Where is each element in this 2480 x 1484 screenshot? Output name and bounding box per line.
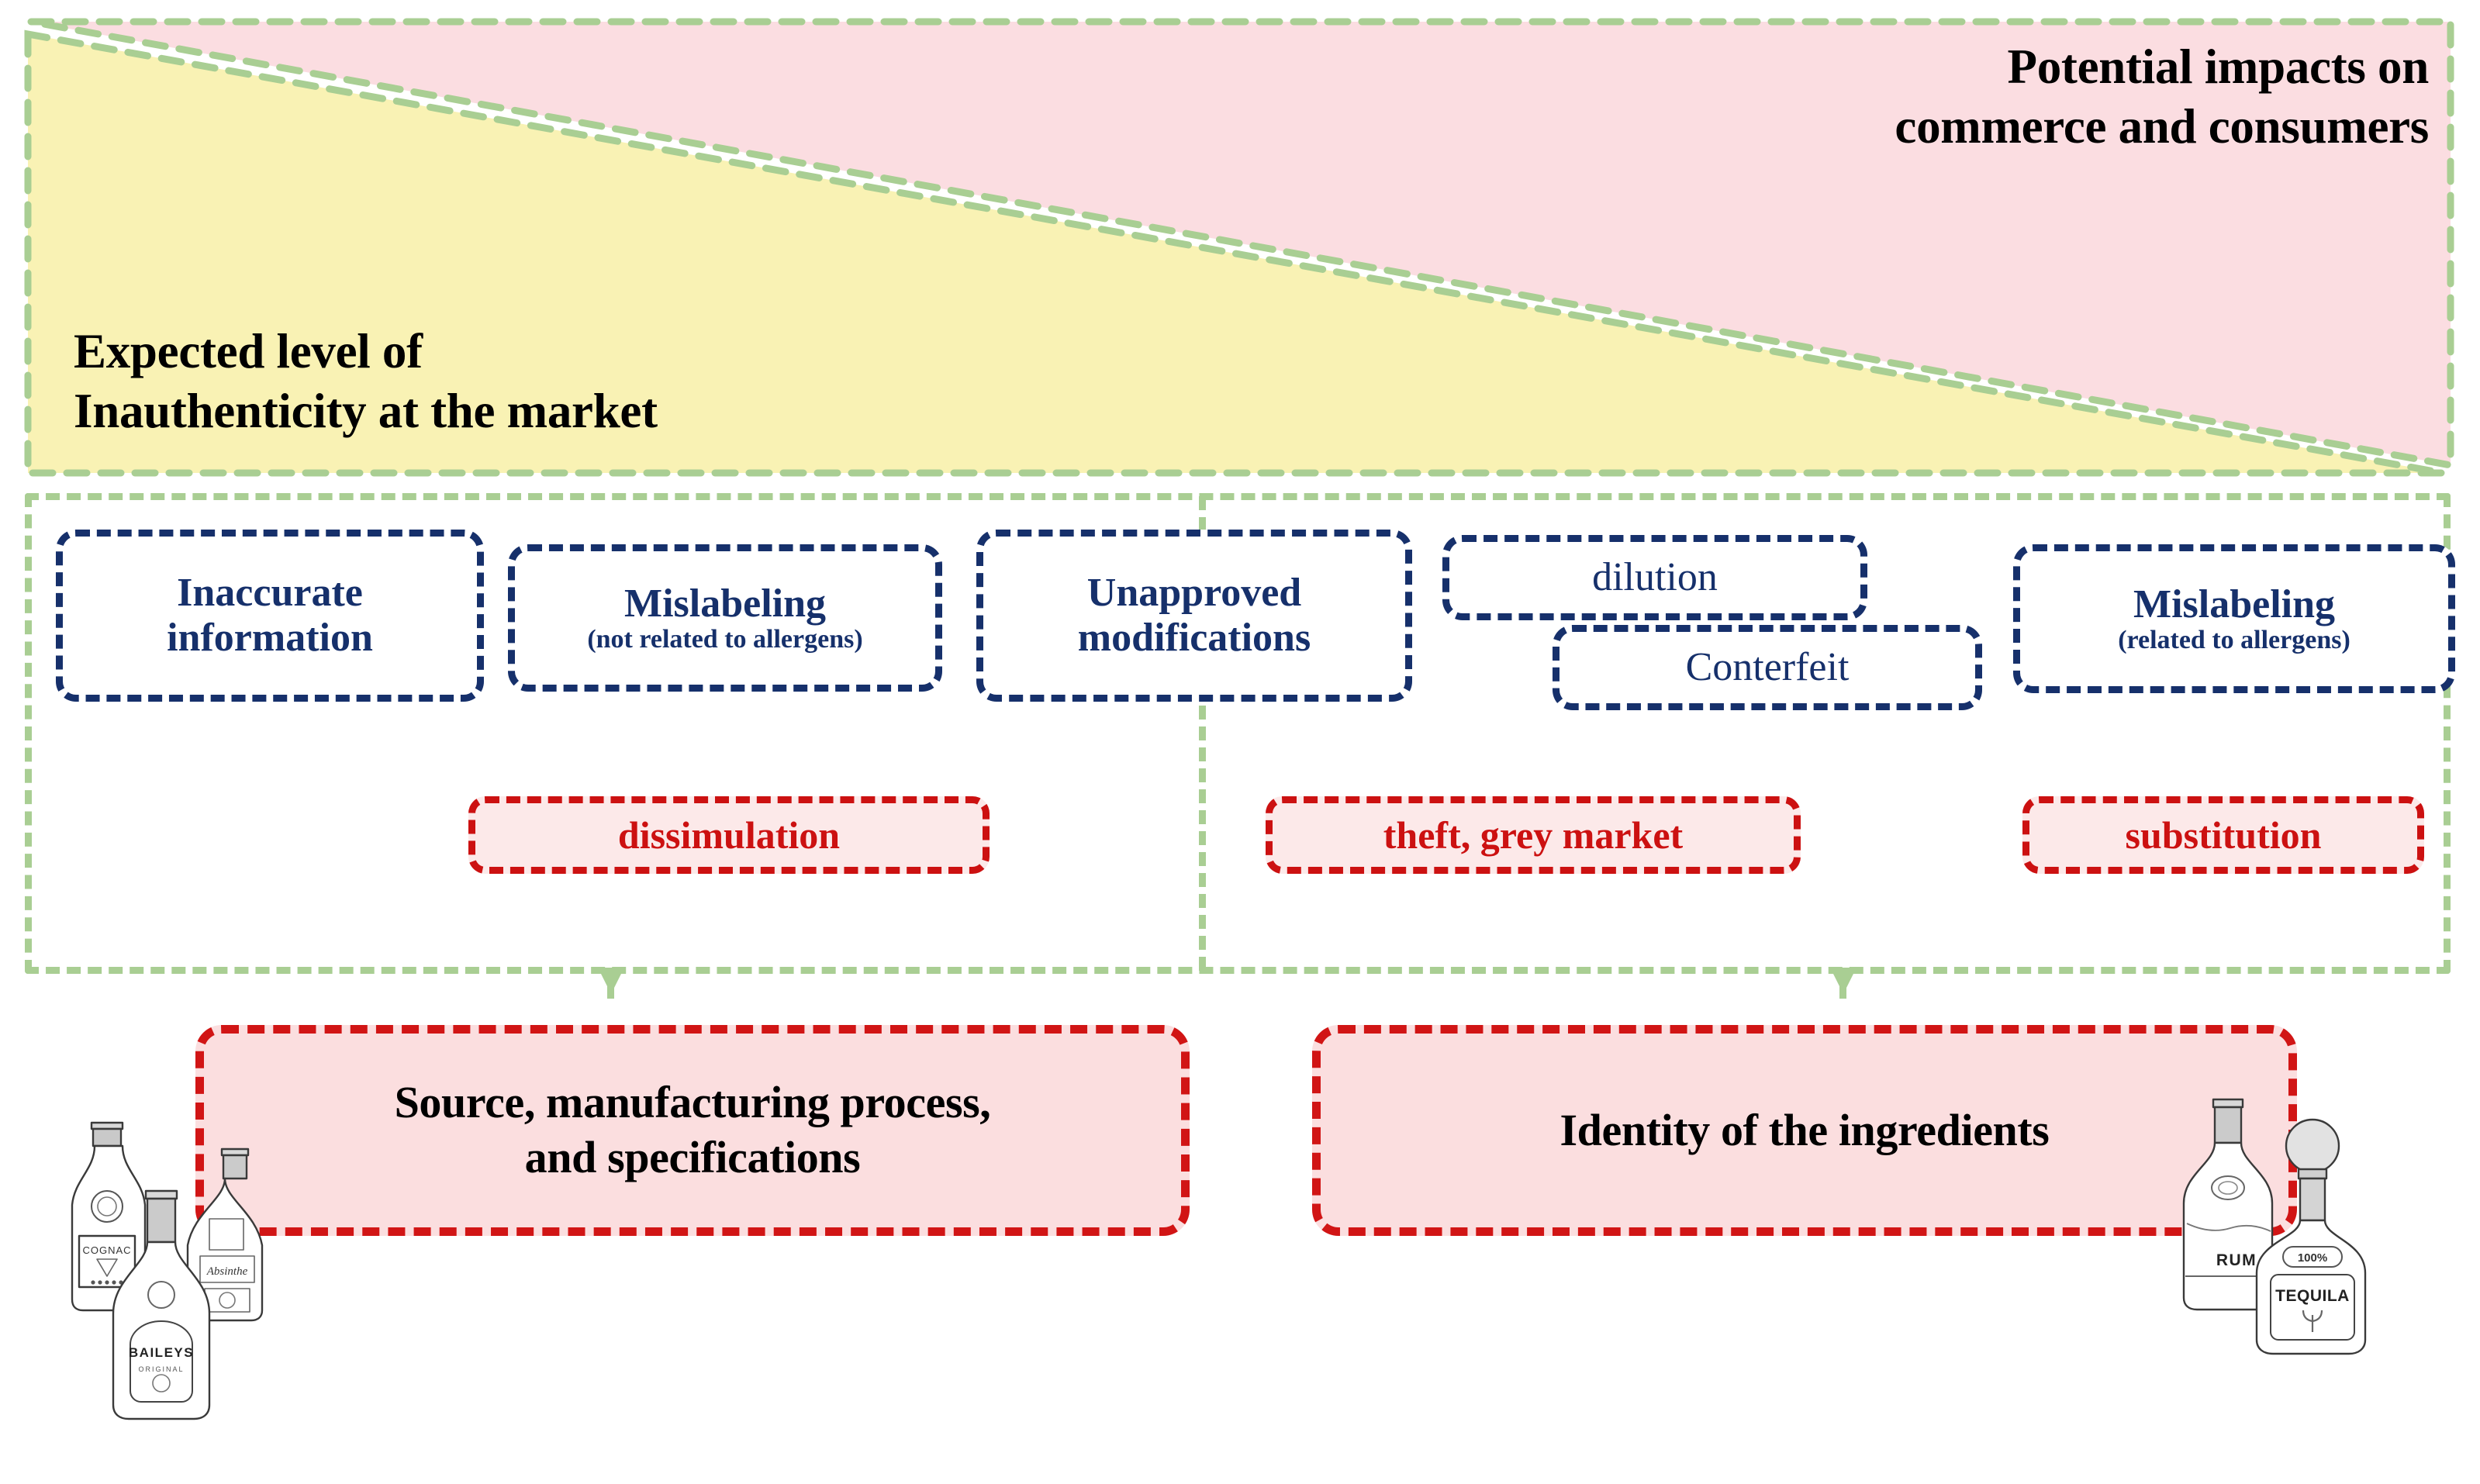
pink-band-shape <box>30 18 2454 470</box>
connector-arrow-right-icon <box>1830 968 1857 994</box>
top-bands: Expected level of Inauthenticity at the … <box>0 0 2480 496</box>
node-mislabeling-allergens[interactable]: Mislabeling (related to allergens) <box>2013 544 2455 693</box>
node-label: theft, grey market <box>1383 813 1684 857</box>
node-substitution[interactable]: substitution <box>2022 796 2424 874</box>
node-mislabeling-not-allergens[interactable]: Mislabeling (not related to allergens) <box>508 544 942 692</box>
node-label: Mislabeling <box>2133 582 2336 627</box>
svg-text:ORIGINAL: ORIGINAL <box>138 1365 184 1373</box>
panel-identity-ingredients[interactable]: Identity of the ingredients <box>1312 1025 2297 1236</box>
bottles-illustration-right: RUM 100% TEQUILA <box>2176 1072 2409 1374</box>
node-dilution[interactable]: dilution <box>1442 535 1867 620</box>
node-label: Inaccurate information <box>167 570 373 660</box>
node-unapproved-modifications[interactable]: Unapproved modifications <box>976 530 1412 702</box>
node-sublabel: (not related to allergens) <box>587 625 863 654</box>
yellow-band-shape <box>24 29 2444 477</box>
panel-source-manufacturing[interactable]: Source, manufacturing process, and speci… <box>195 1025 1190 1236</box>
node-sublabel: (related to allergens) <box>2118 626 2350 655</box>
node-label: Conterfeit <box>1685 644 1850 689</box>
bottles-left-svg: COGNAC Absinthe <box>71 1121 264 1420</box>
node-label: substitution <box>2125 813 2322 857</box>
svg-text:COGNAC: COGNAC <box>82 1244 131 1256</box>
node-theft-grey-market[interactable]: theft, grey market <box>1266 796 1801 874</box>
node-label: Unapproved modifications <box>1077 570 1311 660</box>
svg-text:BAILEYS: BAILEYS <box>129 1345 194 1360</box>
node-inaccurate-information[interactable]: Inaccurate information <box>56 530 484 702</box>
bottles-illustration-left: COGNAC Absinthe <box>54 1092 302 1456</box>
svg-text:TEQUILA: TEQUILA <box>2275 1287 2350 1305</box>
connector-arrow-left-icon <box>598 968 624 994</box>
svg-text:Absinthe: Absinthe <box>206 1265 248 1278</box>
bottles-right-svg: RUM 100% TEQUILA <box>2182 1098 2367 1355</box>
categories-divider <box>1199 496 1206 971</box>
panel-label: Identity of the ingredients <box>1559 1104 2050 1155</box>
fraud-categories-container <box>25 493 2451 974</box>
node-label: Mislabeling <box>623 582 827 626</box>
potential-impacts-label: Potential impacts on commerce and consum… <box>1895 40 2429 154</box>
svg-text:RUM: RUM <box>2216 1251 2257 1269</box>
svg-text:100%: 100% <box>2298 1251 2327 1265</box>
bands-svg <box>24 18 2454 477</box>
expected-inauthenticity-label: Expected level of Inauthenticity at the … <box>74 324 658 438</box>
node-label: dissimulation <box>617 813 841 857</box>
node-dissimulation[interactable]: dissimulation <box>468 796 990 874</box>
panel-label: Source, manufacturing process, and speci… <box>394 1077 991 1182</box>
node-conterfeit[interactable]: Conterfeit <box>1553 625 1982 710</box>
node-label: dilution <box>1592 554 1718 599</box>
